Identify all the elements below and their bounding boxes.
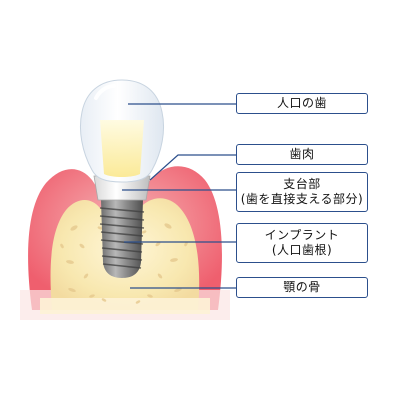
label-implant: インプラント (人口歯根) (236, 223, 368, 263)
leader-lines (122, 103, 236, 289)
label-implant-title: インプラント (264, 228, 340, 242)
bone-fade (40, 298, 210, 314)
label-artificial-tooth-text: 人口の歯 (276, 96, 327, 110)
crown-highlight (94, 84, 116, 100)
label-abutment: 支台部 (歯を直接支える部分) (236, 172, 368, 212)
label-gum: 歯肉 (236, 144, 368, 165)
label-jaw-bone-text: 顎の骨 (283, 280, 321, 294)
label-artificial-tooth: 人口の歯 (236, 93, 368, 114)
implant-screw (99, 200, 145, 278)
label-abutment-subtitle: (歯を直接支える部分) (240, 192, 364, 206)
label-gum-text: 歯肉 (289, 147, 315, 161)
label-abutment-title: 支台部 (283, 177, 321, 191)
crown-core (100, 120, 144, 177)
leader-gum (149, 154, 236, 181)
bone-texture (60, 223, 188, 304)
label-jaw-bone: 顎の骨 (236, 277, 368, 298)
label-implant-subtitle: (人口歯根) (271, 243, 333, 257)
